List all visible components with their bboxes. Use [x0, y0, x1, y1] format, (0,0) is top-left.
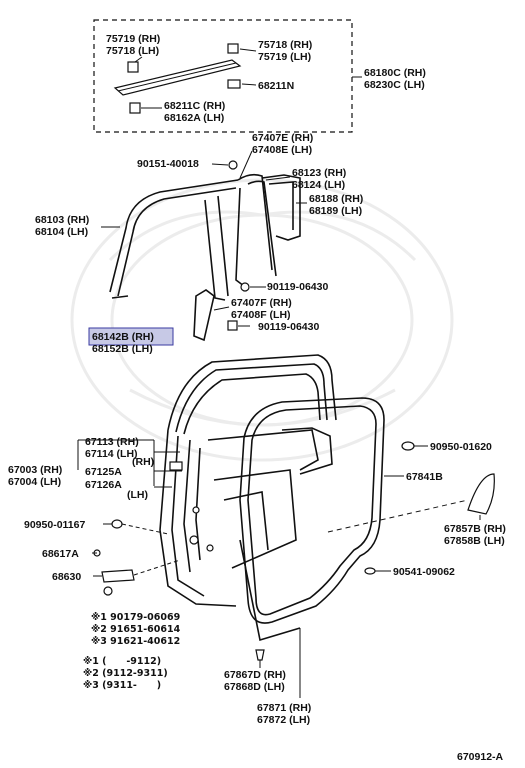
part-label: 67858B (LH)	[444, 535, 505, 547]
part-label: 68124 (LH)	[292, 179, 345, 191]
part-label: 68152B (LH)	[92, 343, 153, 355]
part-label: 67867D (RH)	[224, 669, 286, 681]
part-label: 68123 (RH)	[292, 167, 346, 179]
part-label: 68103 (RH)	[35, 214, 89, 226]
part-label: 68211C (RH)	[164, 100, 225, 112]
part-label: 67872 (LH)	[257, 714, 310, 726]
part-label: 75718 (LH)	[106, 45, 159, 57]
part-label: 68630	[52, 571, 81, 583]
footnote-label: ※1 90179-06069	[91, 612, 180, 623]
part-label: 67125A	[85, 466, 122, 478]
part-label: 75719 (LH)	[258, 51, 311, 63]
part-label: 68211N	[258, 80, 294, 92]
part-label: 67841B	[406, 471, 443, 483]
part-label: 67004 (LH)	[8, 476, 61, 488]
part-label: 67408F (LH)	[231, 309, 291, 321]
part-labels: 75719 (RH) 75718 (LH) 75718 (RH) 75719 (…	[8, 33, 506, 763]
part-label: 67871 (RH)	[257, 702, 311, 714]
part-label: 68162A (LH)	[164, 112, 224, 124]
part-label: 67113 (RH)	[85, 436, 139, 448]
part-label: 68180C (RH)	[364, 67, 426, 79]
part-label: 67868D (LH)	[224, 681, 285, 693]
highlighted-part-box	[88, 327, 174, 346]
part-label: 67408E (LH)	[252, 144, 312, 156]
part-label: 67857B (RH)	[444, 523, 506, 535]
part-label: 67126A	[85, 479, 122, 491]
door-panel-part	[159, 354, 337, 607]
part-label: 68617A	[42, 548, 79, 560]
part-label: 90950-01620	[430, 441, 492, 453]
part-label: 90541-09062	[393, 566, 455, 578]
part-label: 68188 (RH)	[309, 193, 363, 205]
small-fastener-parts	[93, 441, 495, 661]
part-label: 68230C (LH)	[364, 79, 425, 91]
diagram-id: 670912-A	[457, 751, 504, 763]
upper-trim-group-box	[93, 19, 353, 133]
part-label: 67407F (RH)	[231, 297, 292, 309]
window-channel-parts	[109, 160, 301, 342]
belt-moulding-part	[113, 43, 242, 114]
part-label-highlighted[interactable]: 68142B (RH)	[92, 331, 154, 343]
part-label: 90119-06430	[258, 321, 319, 333]
part-label: 68104 (LH)	[35, 226, 88, 238]
footnote-label: ※3 91621-40612	[91, 636, 180, 647]
footnote-label: ※2 (9112-9311)	[83, 668, 168, 679]
part-label: 90151-40018	[137, 158, 199, 170]
part-label: 90119-06430	[267, 281, 328, 293]
door-weatherstrip-part	[239, 397, 385, 642]
part-label: 67003 (RH)	[8, 464, 62, 476]
footnote-label: ※3 (9311- )	[83, 680, 161, 691]
part-label: (LH)	[127, 489, 148, 501]
part-label: 68189 (LH)	[309, 205, 362, 217]
part-label: 67114 (LH)	[85, 448, 138, 460]
part-label: 75718 (RH)	[258, 39, 312, 51]
part-label: 90950-01167	[24, 519, 85, 531]
part-label: (RH)	[132, 456, 154, 468]
part-label: 67407E (RH)	[252, 132, 313, 144]
part-label: 75719 (RH)	[106, 33, 160, 45]
footnote-label: ※1 ( -9112)	[83, 656, 161, 667]
footnote-label: ※2 91651-60614	[91, 624, 181, 635]
